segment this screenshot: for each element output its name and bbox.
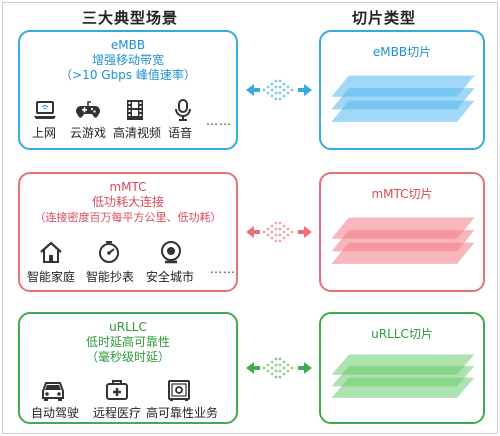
app-label-telemedicine: 远程医疗 [93,406,142,420]
mmtc-slice-layers [331,217,475,264]
embb-slice-layers [331,75,475,122]
embb-more-ellipsis: …… [206,114,232,128]
app-label-smart-home: 智能家庭 [27,270,76,284]
mmtc-scenario-card: mMTC 低功耗大连接 （连接密度百万每平方公里、低功耗） 智能家庭 智能抄表 … [18,172,238,292]
mmtc-more-ellipsis: …… [210,262,236,276]
app-label-autonomous-driving: 自动驾驶 [31,406,80,420]
urllc-feature-2: （毫秒级时延） [85,350,170,364]
urllc-slice-label: uRLLC切片 [371,327,433,341]
app-label-voice: 语音 [168,126,193,140]
embb-connector [246,79,312,101]
mmtc-feature-2: （连接密度百万每平方公里、低功耗） [34,211,222,224]
urllc-slice-card: uRLLC切片 [319,312,485,424]
embb-slice-card: eMBB切片 [319,30,485,150]
meter-icon [96,240,122,264]
embb-scenario-card: eMBB 增强移动带宽 （>10 Gbps 峰值速率） 上网 云游戏 高清视频 … [18,30,238,150]
urllc-slice-layers [331,354,475,398]
urllc-title: uRLLC [109,320,147,334]
embb-feature-1: 增强移动带宽 [91,53,164,67]
app-label-cloud-gaming: 云游戏 [70,126,107,140]
home-icon [38,240,64,264]
urllc-scenario-card: uRLLC 低时延高可靠性 （毫秒级时延） 自动驾驶 远程医疗 高可靠性业务 [18,312,238,424]
app-label-safe-city: 安全城市 [146,270,195,284]
app-label-high-reliability: 高可靠性业务 [146,406,219,420]
mmtc-title: mMTC [109,180,147,194]
mmtc-slice-card: mMTC切片 [319,172,485,292]
mmtc-connector [246,221,312,243]
gamepad-icon [75,98,101,122]
camera-icon [158,240,184,264]
slice-types-header: 切片类型 [352,9,417,27]
mmtc-feature-1: 低功耗大连接 [91,195,164,209]
medical-kit-icon [104,378,130,402]
mmtc-slice-label: mMTC切片 [371,187,433,201]
embb-title: eMBB [110,38,146,52]
urllc-feature-1: 低时延高可靠性 [85,335,170,349]
car-icon [40,378,66,402]
microphone-icon [170,98,196,122]
app-label-web: 上网 [32,126,57,140]
safe-icon [166,378,192,402]
film-icon [122,98,148,122]
embb-feature-2: （>10 Gbps 峰值速率） [60,68,196,82]
embb-slice-label: eMBB切片 [372,45,432,59]
app-label-hd-video: 高清视频 [113,126,162,140]
urllc-connector [246,357,312,379]
app-label-smart-meter: 智能抄表 [86,270,135,284]
scenarios-header: 三大典型场景 [82,9,179,27]
laptop-icon [32,98,58,122]
